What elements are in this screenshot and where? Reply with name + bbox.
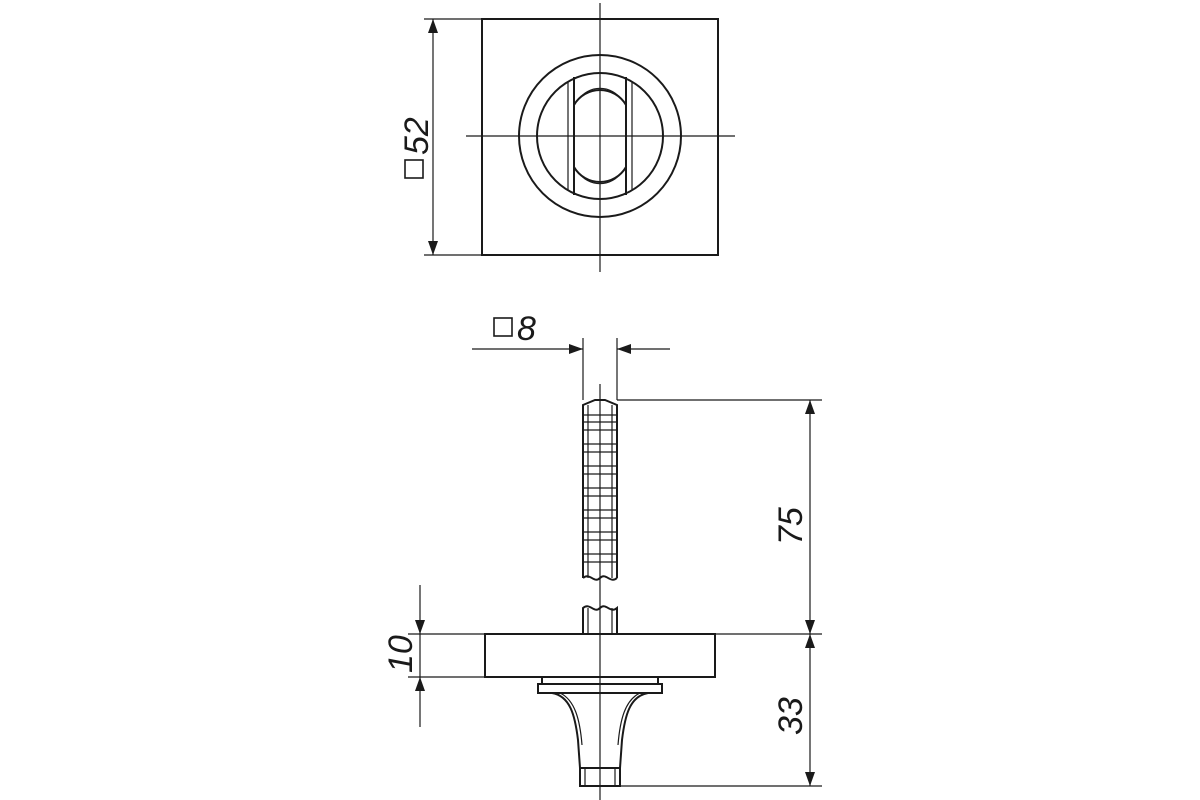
plate-dimension-label: 52 [398,117,436,179]
spindle-dimension-label: 8 [493,310,536,348]
outer-ring [518,54,682,218]
top-view: 52 [398,3,735,272]
svg-text:52: 52 [398,117,436,155]
turn-knob [537,676,663,787]
knob-dimension-label: 33 [772,697,810,735]
rose-dimension-label: 10 [382,635,420,673]
svg-text:8: 8 [517,310,536,348]
side-view: 8 75 33 10 [382,310,822,800]
knob-grip [567,77,633,195]
inner-ring [536,72,664,200]
length-dimension-label: 75 [772,507,810,545]
